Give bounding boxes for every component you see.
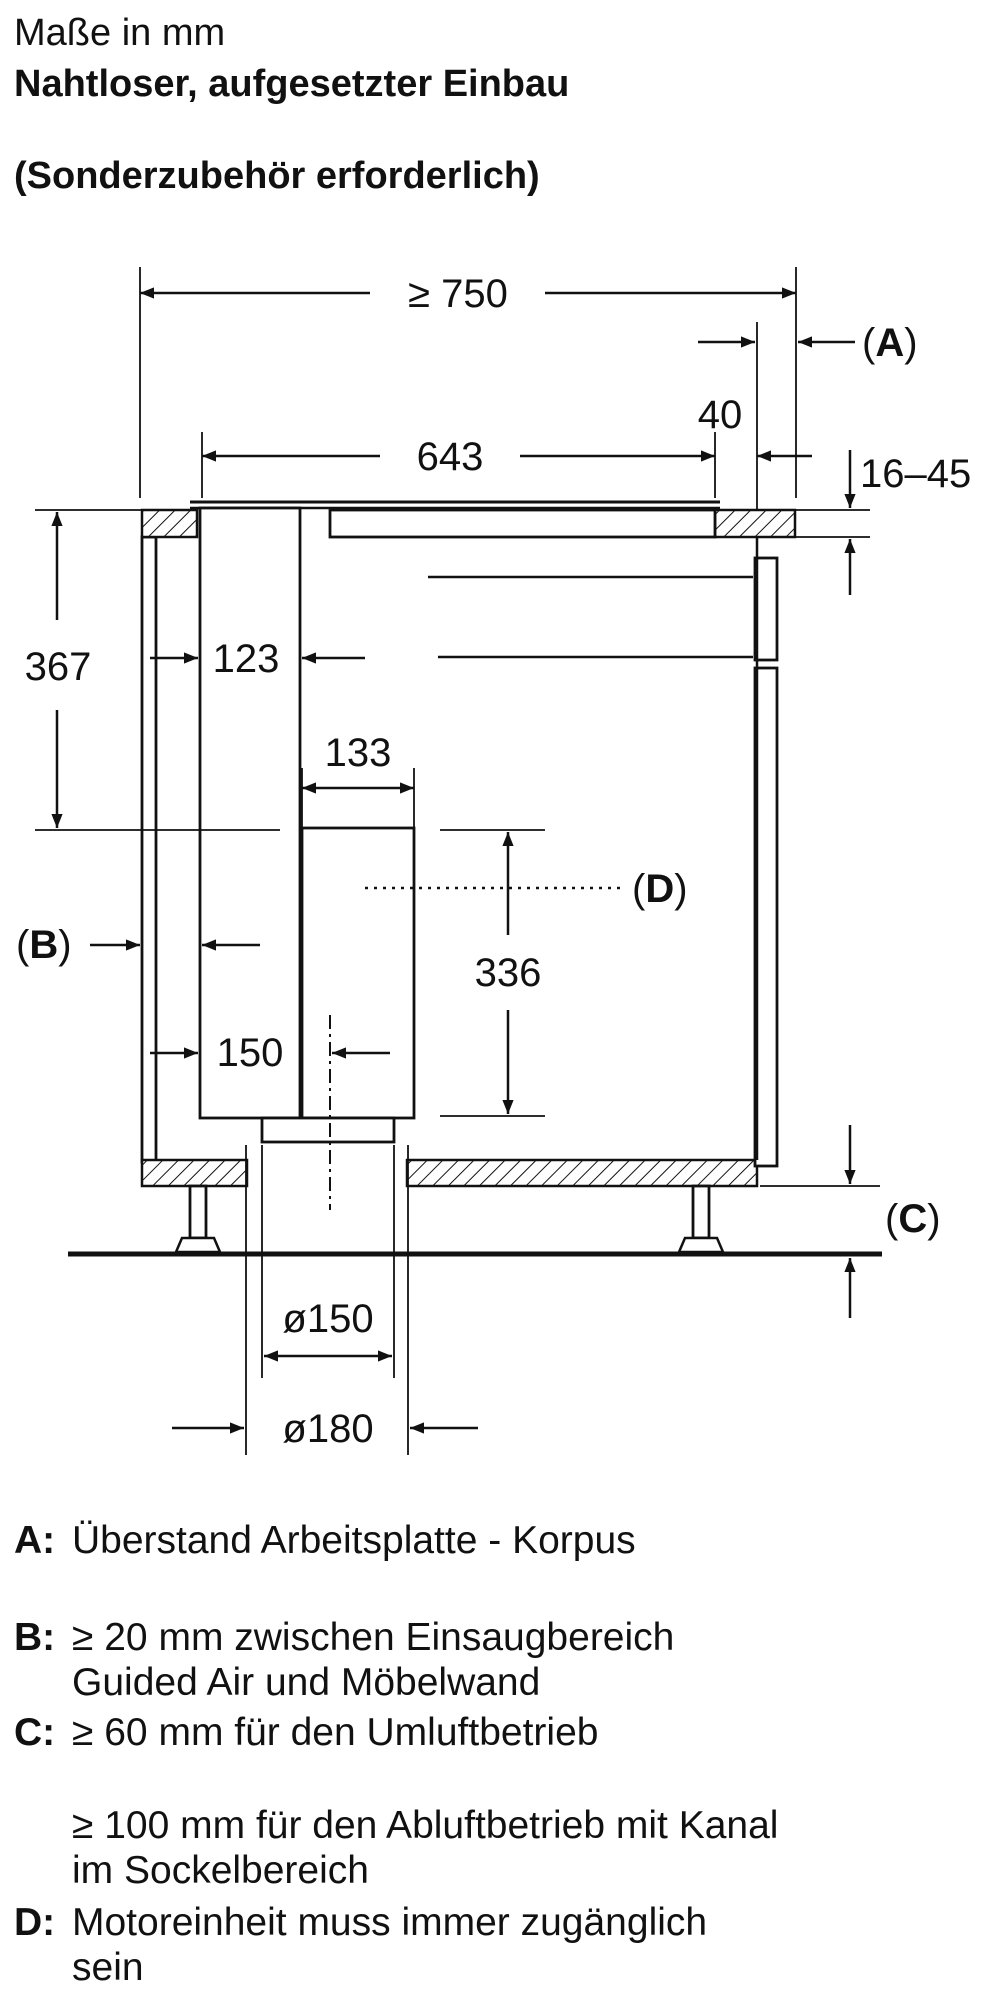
page-title: Nahtloser, aufgesetzter Einbau bbox=[14, 63, 569, 105]
legend-key-d: D: bbox=[14, 1901, 55, 1944]
ventilation-channel bbox=[198, 506, 302, 1120]
bottom-shelf-right bbox=[405, 1158, 759, 1188]
legend-c-line3: im Sockelbereich bbox=[72, 1849, 369, 1892]
cabinet bbox=[68, 500, 882, 1257]
legend-key-c: C: bbox=[14, 1711, 55, 1754]
dim-motor-height-336: 336 bbox=[475, 951, 542, 995]
legend-c-line1: ≥ 60 mm für den Umluftbetrieb bbox=[72, 1711, 598, 1754]
dim-total-width: ≥ 750 bbox=[408, 272, 508, 316]
legend-b-line2: Guided Air und Möbelwand bbox=[72, 1661, 540, 1704]
legend-b-line1: ≥ 20 mm zwischen Einsaugbereich bbox=[72, 1616, 674, 1659]
cooktop-body bbox=[328, 508, 717, 539]
dimension-lines bbox=[35, 267, 880, 1455]
dim-cooktop-width: 643 bbox=[417, 435, 484, 479]
dim-offset-40: 40 bbox=[698, 393, 743, 437]
leg-right bbox=[691, 1184, 711, 1240]
leg-left bbox=[188, 1184, 208, 1240]
dim-countertop-thickness: 16–45 bbox=[860, 452, 971, 496]
cabinet-left-wall bbox=[140, 535, 158, 1164]
countertop-left bbox=[140, 508, 199, 539]
dim-motor-width-133: 133 bbox=[325, 731, 392, 775]
legend: A: Überstand Arbeitsplatte - Korpus B: ≥… bbox=[14, 1519, 778, 1989]
dim-duct-180: ø180 bbox=[282, 1407, 373, 1451]
duct-connector bbox=[260, 1116, 396, 1144]
drawer-front-lower bbox=[753, 666, 779, 1168]
dim-channel-123: 123 bbox=[213, 637, 280, 681]
dim-duct-150: ø150 bbox=[282, 1297, 373, 1341]
legend-c-line2: ≥ 100 mm für den Abluftbetrieb mit Kanal bbox=[72, 1804, 778, 1847]
bottom-shelf-left bbox=[140, 1158, 249, 1188]
units-label: Maße in mm bbox=[14, 12, 225, 54]
legend-key-a: A: bbox=[14, 1519, 55, 1562]
page-subtitle: (Sonderzubehör erforderlich) bbox=[14, 155, 540, 197]
callout-c: (C) bbox=[885, 1197, 941, 1241]
drawer-front-upper bbox=[753, 556, 779, 662]
callout-d: (D) bbox=[632, 867, 688, 911]
legend-key-b: B: bbox=[14, 1616, 55, 1659]
motor-unit bbox=[300, 826, 416, 1120]
legend-a-line1: Überstand Arbeitsplatte - Korpus bbox=[72, 1519, 636, 1562]
callout-b: (B) bbox=[16, 923, 72, 967]
legend-d-line2: sein bbox=[72, 1946, 144, 1989]
dim-height-367: 367 bbox=[25, 645, 92, 689]
countertop-right bbox=[713, 508, 797, 539]
callout-a: (A) bbox=[862, 321, 918, 365]
dim-side-150: 150 bbox=[217, 1031, 284, 1075]
legend-d-line1: Motoreinheit muss immer zugänglich bbox=[72, 1901, 707, 1944]
